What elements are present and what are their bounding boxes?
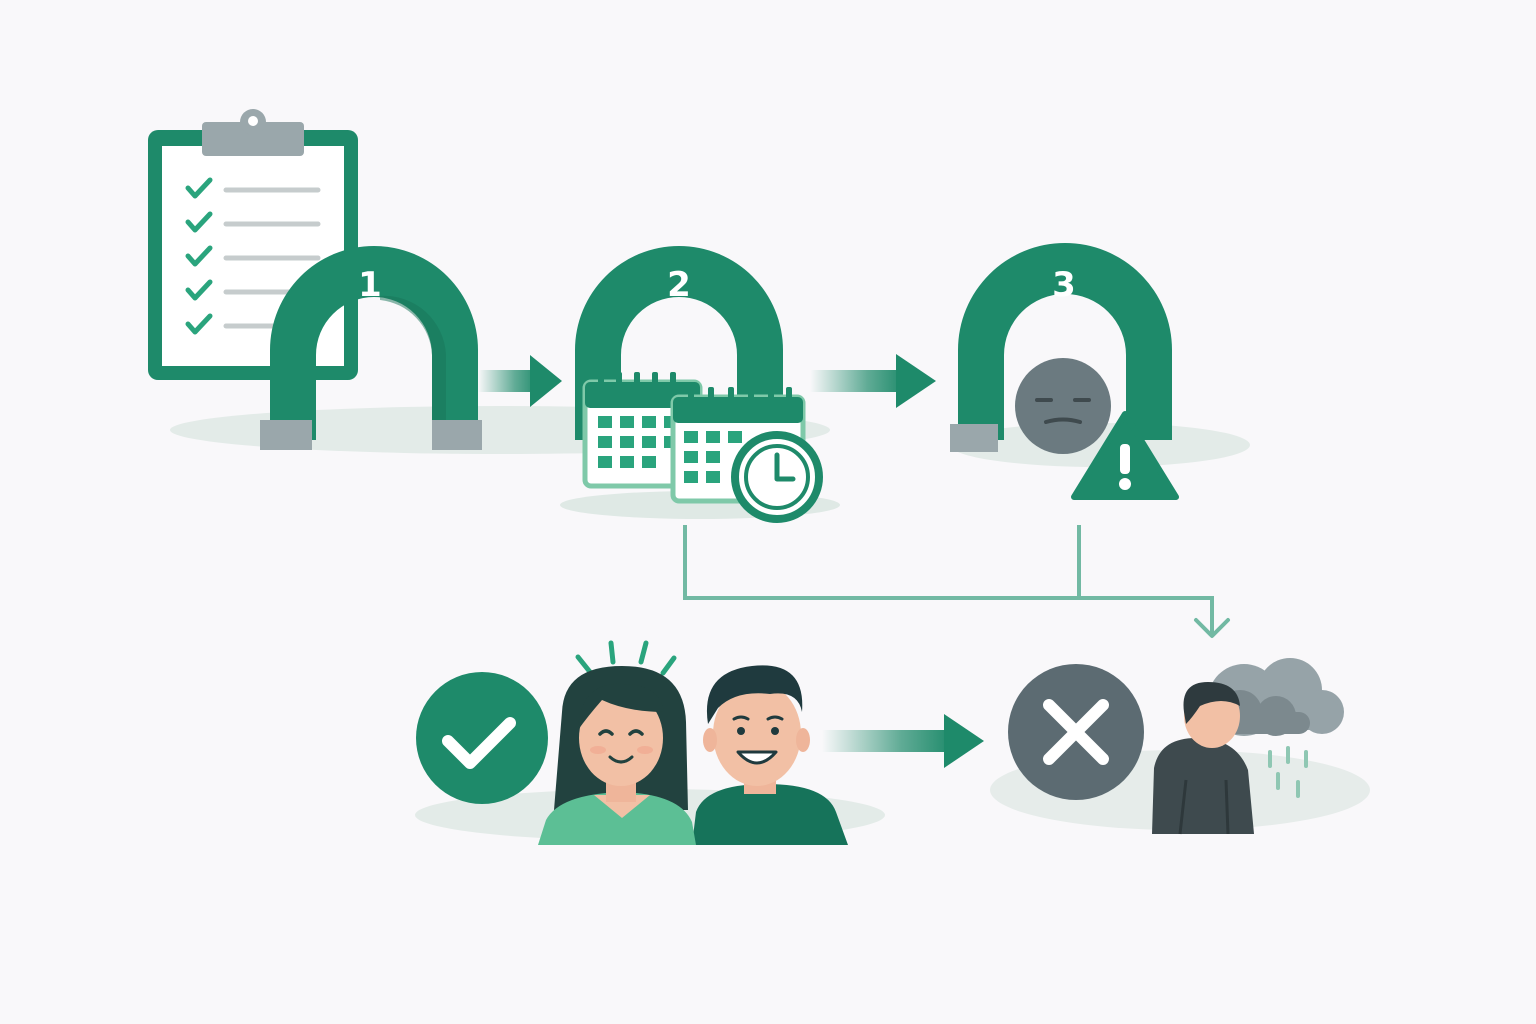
stage-number-2: 2: [667, 265, 691, 305]
x-circle-icon: [1008, 664, 1144, 800]
flow-arrow-outcome: [822, 714, 984, 768]
arch-stage-2: 2: [575, 246, 783, 440]
clipboard-checklist-icon: [148, 109, 358, 380]
calendar-clock-icon: [560, 372, 840, 523]
connector-lines: [683, 525, 1230, 638]
arch-stage-3: 3: [950, 243, 1172, 452]
sad-face-icon: [1015, 358, 1111, 454]
happy-couple-icon: [538, 640, 848, 845]
warning-icon: [1071, 411, 1179, 500]
stage-number-3: 3: [1052, 265, 1076, 305]
flow-arrow-1-2: [478, 355, 562, 407]
sad-person-rain-cloud-icon: [1152, 658, 1344, 835]
stage-number-1: 1: [358, 265, 382, 305]
check-circle-icon: [416, 672, 548, 804]
flow-arrow-2-3: [810, 354, 936, 408]
arch-stage-1: 1: [260, 246, 482, 450]
